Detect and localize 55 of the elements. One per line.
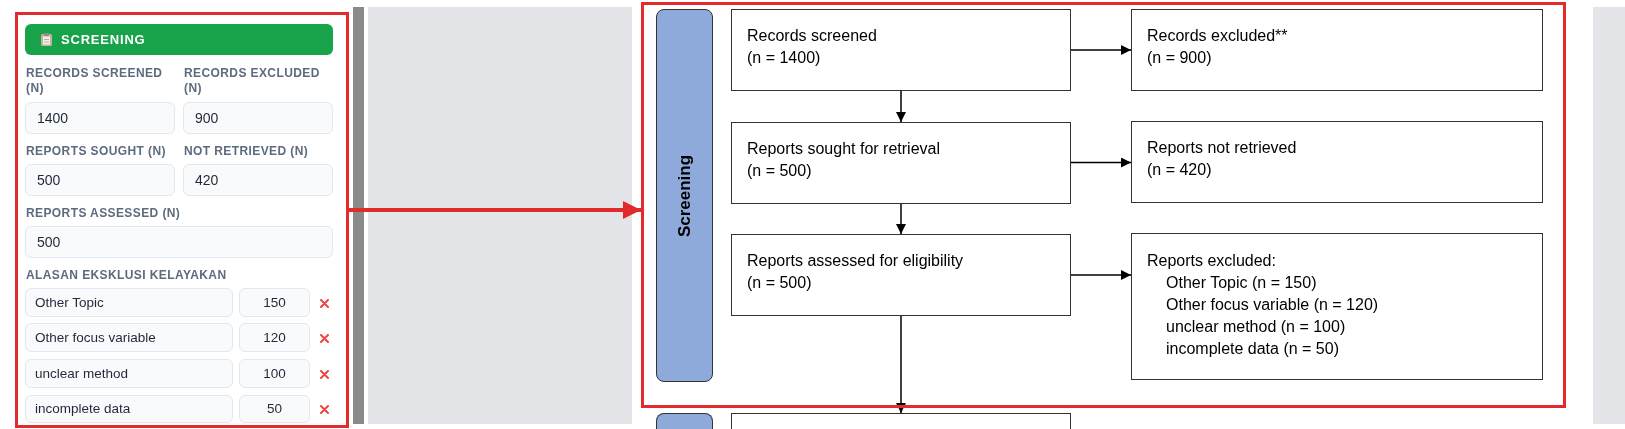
arrow bbox=[1070, 45, 1132, 55]
count-text: (n = 1400) bbox=[747, 48, 821, 68]
field-label: REPORTS SOUGHT (N) bbox=[26, 144, 167, 159]
arrow bbox=[349, 201, 641, 219]
process-box bbox=[731, 234, 1071, 316]
section-label: ALASAN EKSKLUSI KELAYAKAN bbox=[26, 268, 227, 283]
phase-band bbox=[656, 9, 713, 382]
count-text: (n = 420) bbox=[1147, 160, 1212, 180]
input-field: 500 bbox=[25, 226, 333, 258]
arrow bbox=[1070, 270, 1132, 280]
field-label: NOT RETRIEVED (N) bbox=[184, 144, 310, 159]
input-field: 420 bbox=[183, 164, 333, 196]
box-title: Reports not retrieved bbox=[1147, 138, 1297, 158]
process-box bbox=[731, 122, 1071, 204]
field-label: RECORDS SCREENED (N) bbox=[26, 66, 164, 96]
input-field: 150 bbox=[239, 288, 310, 317]
process-box bbox=[1131, 121, 1543, 203]
input-field: 50 bbox=[239, 395, 310, 423]
highlight-frame bbox=[15, 12, 349, 428]
input-field: 100 bbox=[239, 359, 310, 388]
box-title: Records screened bbox=[747, 26, 877, 46]
count-text: (n = 500) bbox=[747, 273, 812, 293]
arrow bbox=[896, 203, 906, 235]
field-label: RECORDS EXCLUDED (N) bbox=[184, 66, 321, 96]
arrow bbox=[896, 90, 906, 123]
section-title: SCREENING bbox=[61, 32, 146, 47]
input-field: 900 bbox=[183, 102, 333, 134]
input-field: unclear method bbox=[25, 359, 233, 388]
list-item: unclear method (n = 100) bbox=[1165, 317, 1346, 337]
field-label: REPORTS ASSESSED (N) bbox=[26, 206, 182, 221]
list-item: Other Topic (n = 150) bbox=[1165, 273, 1317, 293]
phase-label: Screening bbox=[674, 154, 695, 237]
arrow bbox=[1070, 157, 1132, 168]
list-item: Other focus variable (n = 120) bbox=[1165, 295, 1379, 315]
count-text: (n = 500) bbox=[747, 161, 812, 181]
box-title: Reports sought for retrieval bbox=[747, 139, 940, 159]
highlight-frame bbox=[641, 2, 1566, 408]
input-field: 500 bbox=[25, 164, 175, 196]
list-item: incomplete data (n = 50) bbox=[1165, 339, 1339, 359]
process-box bbox=[731, 9, 1071, 91]
box-heading: Reports excluded: bbox=[1147, 251, 1276, 271]
input-field: 1400 bbox=[25, 102, 175, 134]
count-text: (n = 900) bbox=[1147, 48, 1212, 68]
input-field: Other focus variable bbox=[25, 323, 233, 352]
input-field: incomplete data bbox=[25, 395, 233, 423]
box-title: Reports assessed for eligibility bbox=[747, 251, 964, 271]
section-header bbox=[25, 24, 333, 55]
process-box bbox=[1131, 233, 1543, 380]
arrow bbox=[896, 315, 906, 414]
input-field: 120 bbox=[239, 323, 310, 352]
box-title: Records excluded** bbox=[1147, 26, 1288, 46]
input-field: Other Topic bbox=[25, 288, 233, 317]
process-box bbox=[1131, 9, 1543, 91]
process-box bbox=[731, 413, 1071, 429]
phase-band bbox=[656, 413, 713, 429]
